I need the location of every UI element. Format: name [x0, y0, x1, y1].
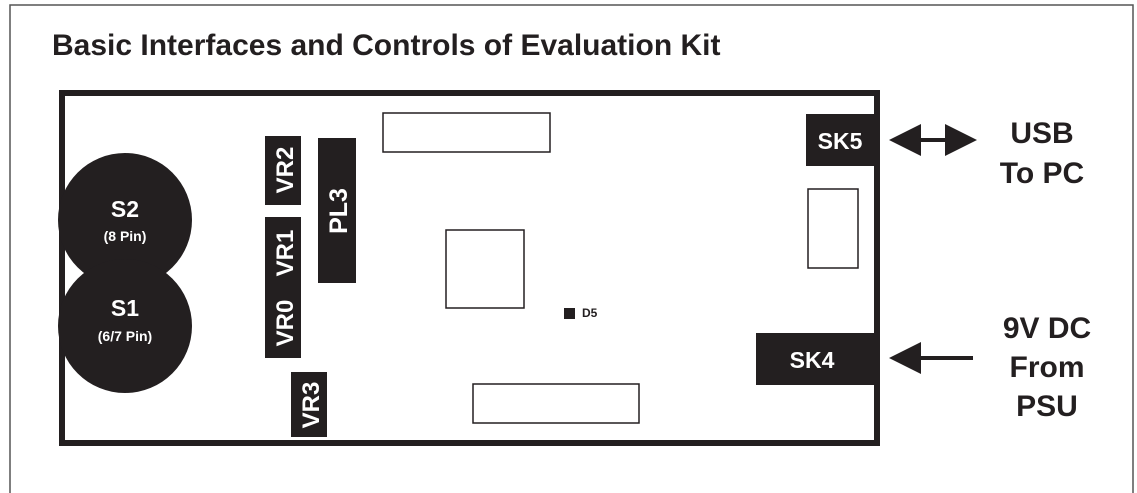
d5-label: D5	[582, 306, 598, 320]
pl3-label: PL3	[325, 188, 353, 234]
diagram-title: Basic Interfaces and Controls of Evaluat…	[52, 29, 720, 62]
sk4-connector	[756, 333, 874, 385]
s1-sublabel: (6/7 Pin)	[98, 328, 152, 344]
microcontroller-outline	[445, 229, 525, 309]
psu-label-line3: PSU	[1016, 390, 1078, 423]
s1-label: S1	[111, 295, 139, 321]
sk5-label: SK5	[818, 128, 863, 154]
vr1-label: VR1	[272, 230, 299, 277]
board-outline	[59, 90, 880, 446]
bottom-header-outline	[472, 383, 640, 424]
d5-led	[564, 308, 575, 319]
usb-label-line1: USB	[1010, 117, 1073, 150]
vr2-block	[265, 136, 301, 205]
vr3-label: VR3	[298, 382, 325, 429]
vr2-label: VR2	[272, 147, 299, 194]
vr0-label: VR0	[272, 300, 299, 347]
psu-label-line1: 9V DC	[1003, 312, 1091, 345]
s2-sublabel: (8 Pin)	[104, 228, 147, 244]
s2-label: S2	[111, 196, 139, 222]
s1-connector	[58, 259, 192, 393]
top-header-outline	[382, 112, 551, 153]
right-component-outline	[807, 188, 859, 269]
sk5-connector	[806, 114, 874, 166]
page-frame	[9, 4, 1134, 493]
s2-connector	[58, 153, 192, 287]
vr3-block	[291, 372, 327, 437]
vr1-block	[265, 217, 301, 289]
pl3-block	[318, 138, 356, 283]
vr0-block	[265, 288, 301, 358]
usb-label-line2: To PC	[1000, 157, 1084, 190]
psu-label-line2: From	[1010, 351, 1085, 384]
sk4-label: SK4	[790, 347, 835, 373]
